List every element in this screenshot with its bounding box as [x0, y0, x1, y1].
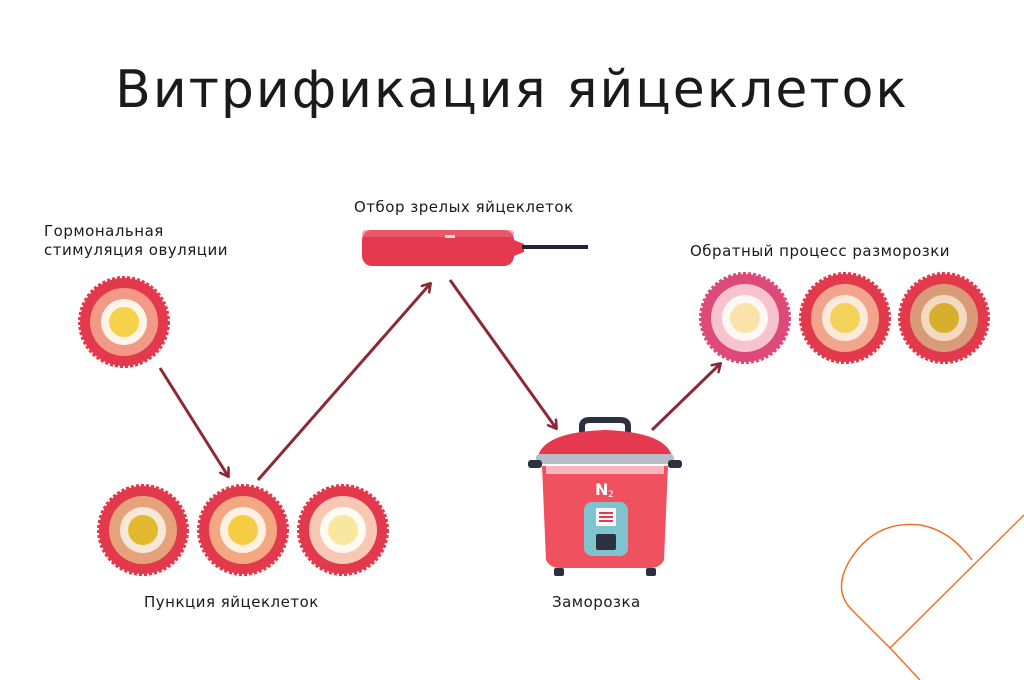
- egg-cell-icon: [699, 272, 791, 364]
- arrow-puncture-to-selection: [256, 284, 430, 481]
- egg-cell-icon: [97, 484, 189, 576]
- label-puncture: Пункция яйцеклеток: [144, 593, 319, 611]
- egg-cell-icon: [799, 272, 891, 364]
- label-stimulation-line1: Гормональная: [44, 222, 164, 240]
- page-title: Витрификация яйцеклеток: [115, 60, 909, 120]
- arrow-selection-to-freezing: [448, 279, 556, 428]
- label-stimulation-line2: стимуляция овуляции: [44, 241, 228, 259]
- egg-cell-icon: [78, 276, 170, 368]
- vitrification-straw-icon: [362, 230, 588, 266]
- cooker-label-main: N: [595, 480, 608, 499]
- egg-cell-icon: [197, 484, 289, 576]
- label-thawing: Обратный процесс разморозки: [690, 242, 951, 260]
- cooker-icon: N 2: [528, 417, 682, 576]
- arrow-freezing-to-thawing: [650, 364, 720, 432]
- arrow-stimulation-to-puncture: [158, 367, 228, 476]
- flow-arrows: [158, 279, 720, 481]
- heart-outline-icon: [840, 514, 1024, 680]
- cooker-label-sub: 2: [608, 490, 614, 500]
- label-selection: Отбор зрелых яйцеклеток: [354, 198, 574, 216]
- egg-cell-icon: [898, 272, 990, 364]
- egg-cell-icon: [297, 484, 389, 576]
- label-stimulation: Гормональная стимуляция овуляции: [44, 222, 228, 260]
- label-freezing: Заморозка: [552, 593, 641, 611]
